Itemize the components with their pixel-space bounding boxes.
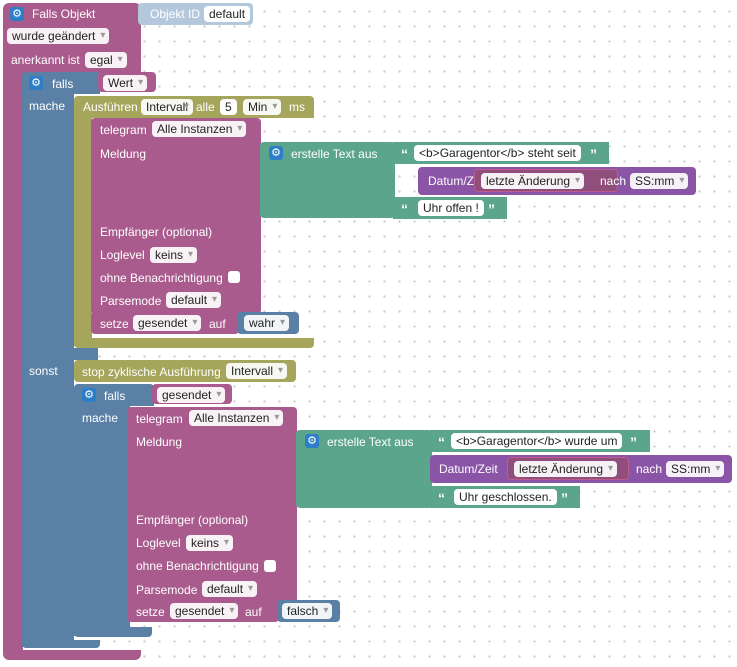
set1-label: setze — [100, 317, 129, 331]
text2-quote-open-icon: “ — [438, 434, 445, 450]
text1-quote-open-icon: “ — [401, 146, 408, 162]
if1-sonst-label: sonst — [29, 364, 58, 378]
text2-part3-field[interactable]: Uhr geschlossen. — [454, 489, 557, 505]
datum2-format-dropdown[interactable]: SS:mm — [666, 461, 725, 477]
event-title: Falls Objekt — [32, 7, 96, 21]
telegram2-parsemode-dropdown[interactable]: default — [202, 581, 258, 597]
text1-gear-icon[interactable]: ⚙ — [269, 146, 283, 160]
interval-spine — [74, 116, 92, 346]
if2-mache-label: mache — [82, 411, 119, 425]
if1-sonst-bar — [22, 348, 98, 360]
text2-gear-icon[interactable]: ⚙ — [305, 434, 319, 448]
text2-part3-quote-close-icon: ” — [561, 490, 568, 506]
if2-spine — [74, 404, 130, 636]
set2-value-dropdown[interactable]: falsch — [282, 603, 333, 619]
ack-dropdown[interactable]: egal — [85, 52, 127, 68]
stop-value-dropdown[interactable]: Intervall — [226, 363, 288, 379]
text1-quote-close-icon: ” — [590, 146, 597, 162]
telegram1-parsemode-label: Parsemode — [100, 294, 162, 308]
interval-alle-label: alle — [196, 100, 215, 114]
telegram1-empfaenger-label: Empfänger (optional) — [100, 225, 213, 239]
telegram1-instances-dropdown[interactable]: Alle Instanzen — [152, 121, 247, 137]
set2-label: setze — [136, 605, 165, 619]
telegram2-empfaenger-label: Empfänger (optional) — [136, 513, 249, 527]
text1-part1-field[interactable]: <b>Garagentor</b> steht seit — [414, 145, 581, 161]
datum1-nach-label: nach — [600, 174, 627, 188]
telegram2-meldung-label: Meldung — [136, 435, 183, 449]
if1-footer — [22, 640, 100, 648]
if2-gear-icon[interactable]: ⚙ — [82, 388, 96, 402]
datum2-nach-label: nach — [636, 462, 663, 476]
if1-gear-icon[interactable]: ⚙ — [29, 76, 43, 90]
telegram2-loglevel-dropdown[interactable]: keins — [186, 535, 234, 551]
telegram2-loglevel-label: Loglevel — [136, 536, 181, 550]
telegram1-loglevel-label: Loglevel — [100, 248, 145, 262]
interval-unit-dropdown[interactable]: Min — [243, 99, 282, 115]
telegram2-label: telegram — [136, 412, 183, 426]
stop-label: stop zyklische Ausführung — [82, 365, 221, 379]
datum1-format-dropdown[interactable]: SS:mm — [630, 173, 689, 189]
ack-label: anerkannt ist — [11, 53, 80, 67]
interval-label: Ausführen — [83, 100, 138, 114]
set1-var-dropdown[interactable]: gesendet — [133, 315, 202, 331]
datum2-value-dropdown[interactable]: letzte Änderung — [514, 461, 618, 477]
event-block-spine — [3, 70, 23, 655]
if2-condition-dropdown[interactable]: gesendet — [157, 387, 226, 403]
text1-part3-field[interactable]: Uhr offen ! — [418, 200, 484, 216]
telegram1-parsemode-dropdown[interactable]: default — [166, 292, 222, 308]
text1-label: erstelle Text aus — [291, 147, 378, 161]
if1-falls-label: falls — [52, 77, 74, 91]
set1-auf-label: auf — [209, 317, 226, 331]
objekt-id-label: Objekt ID — [150, 7, 201, 21]
telegram1-ohne-label: ohne Benachrichtigung — [100, 271, 223, 285]
if1-mache-label: mache — [29, 99, 66, 113]
telegram2-parsemode-label: Parsemode — [136, 583, 198, 597]
text2-part3-quote-open-icon: “ — [438, 490, 445, 506]
set1-value-dropdown[interactable]: wahr — [244, 315, 290, 331]
telegram2-ohne-label: ohne Benachrichtigung — [136, 559, 259, 573]
telegram1-meldung-label: Meldung — [100, 147, 147, 161]
text1-part3-quote-open-icon: “ — [401, 201, 408, 217]
telegram1-loglevel-dropdown[interactable]: keins — [150, 247, 198, 263]
wert-dropdown[interactable]: Wert — [103, 75, 148, 91]
telegram1-ohne-checkbox[interactable] — [228, 271, 240, 283]
if1-spine — [22, 92, 74, 647]
set2-var-dropdown[interactable]: gesendet — [170, 603, 239, 619]
interval-ms-label: ms — [289, 100, 305, 114]
set2-auf-label: auf — [245, 605, 262, 619]
datum1-label: Datum/Zeit — [428, 174, 487, 188]
if2-footer — [74, 627, 152, 637]
if2-falls-label: falls — [104, 389, 126, 403]
changed-dropdown[interactable]: wurde geändert — [7, 28, 110, 44]
text2-label: erstelle Text aus — [327, 435, 414, 449]
datum1-value-dropdown[interactable]: letzte Änderung — [481, 173, 585, 189]
event-gear-icon[interactable]: ⚙ — [10, 7, 24, 21]
interval-value-field[interactable]: 5 — [220, 99, 237, 115]
text2-quote-close-icon: ” — [630, 434, 637, 450]
text1-part3-quote-close-icon: ” — [488, 201, 495, 217]
interval-type-dropdown[interactable]: Intervall — [141, 99, 194, 115]
telegram1-label: telegram — [100, 123, 147, 137]
text2-part1-field[interactable]: <b>Garagentor</b> wurde um — [451, 433, 623, 449]
datum2-label: Datum/Zeit — [439, 462, 498, 476]
telegram2-ohne-checkbox[interactable] — [264, 560, 276, 572]
objekt-id-field[interactable]: default — [204, 6, 251, 22]
event-block-footer — [3, 650, 141, 660]
telegram2-instances-dropdown[interactable]: Alle Instanzen — [189, 410, 284, 426]
interval-footer — [74, 338, 314, 348]
